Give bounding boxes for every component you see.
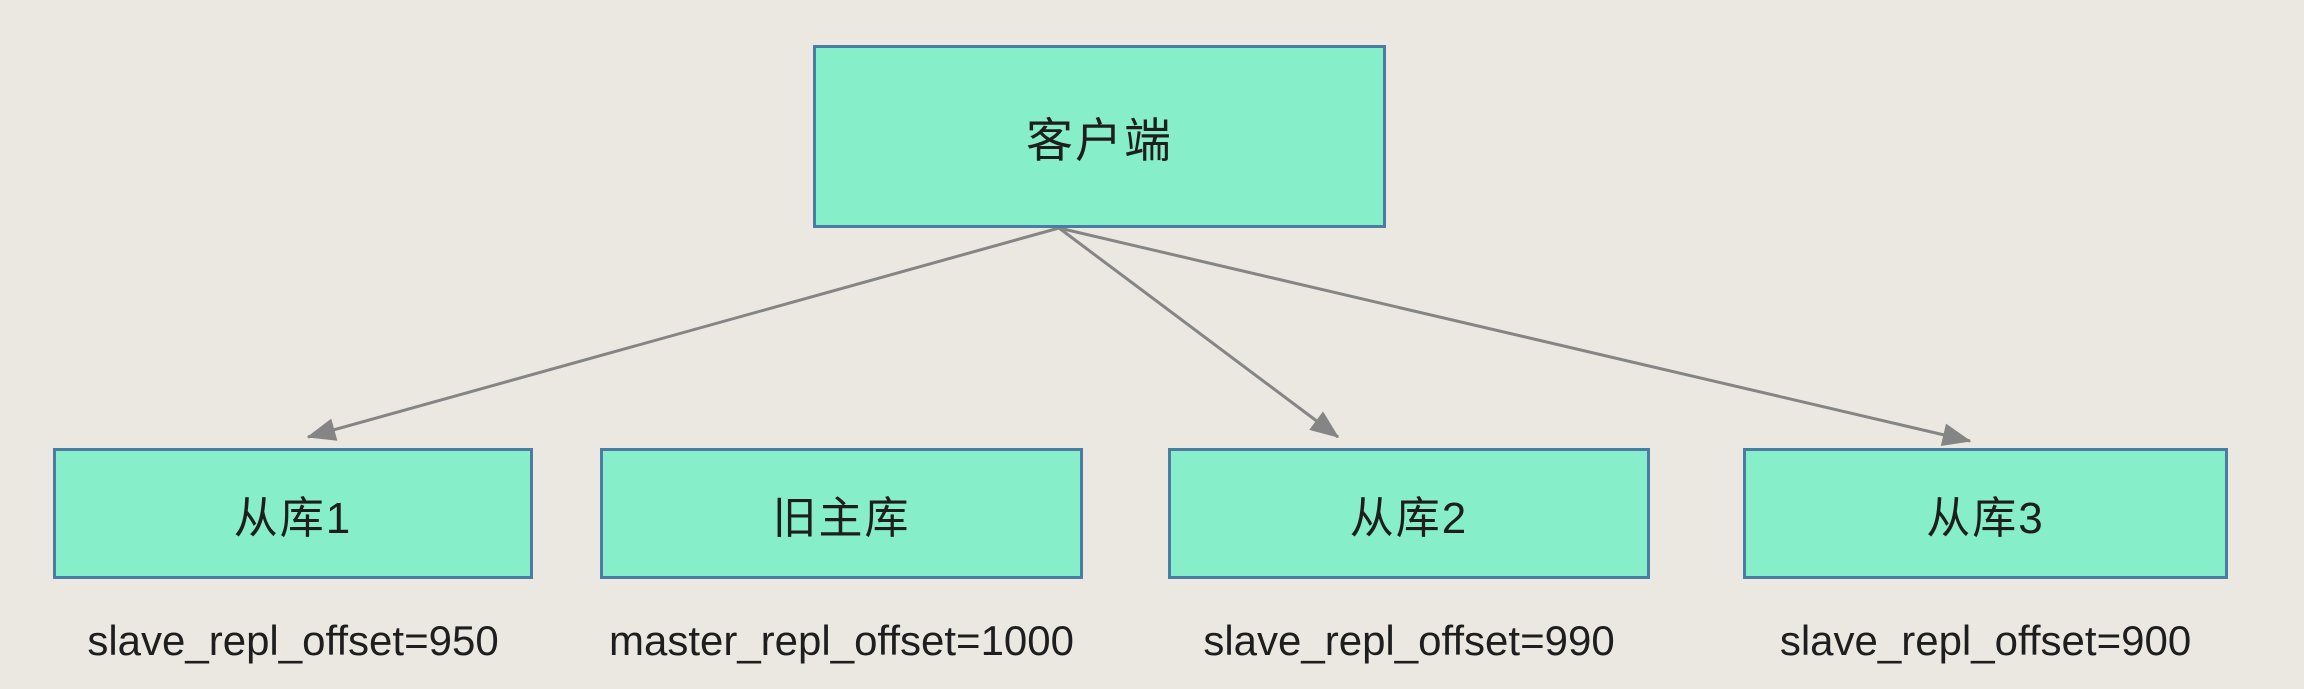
offset-label-slave3-text: slave_repl_offset=900: [1779, 617, 2192, 664]
offset-label-old-master: master_repl_offset=1000: [570, 612, 1113, 670]
arrow-client-to-slave1: [306, 226, 1060, 441]
node-slave3: 从库3: [1743, 448, 2228, 579]
node-client: 客户端: [813, 45, 1386, 228]
node-slave1: 从库1: [53, 448, 533, 579]
offset-label-slave1: slave_repl_offset=950: [23, 612, 563, 670]
node-slave3-label: 从库3: [1926, 493, 2045, 543]
offset-label-slave2: slave_repl_offset=990: [1138, 612, 1680, 670]
offset-label-slave2-text: slave_repl_offset=990: [1203, 617, 1615, 664]
node-slave2: 从库2: [1168, 448, 1650, 579]
arrow-client-to-slave3: [1058, 226, 1972, 446]
offset-label-slave3: slave_repl_offset=900: [1713, 612, 2258, 670]
arrow-client-to-slave2: [1058, 226, 1340, 439]
node-old-master: 旧主库: [600, 448, 1083, 579]
node-old-master-label: 旧主库: [772, 493, 911, 543]
node-client-label: 客户端: [1026, 114, 1173, 167]
node-slave2-label: 从库2: [1349, 493, 1469, 543]
offset-label-old-master-text: master_repl_offset=1000: [608, 617, 1075, 664]
offset-label-slave1-text: slave_repl_offset=950: [87, 617, 499, 664]
node-slave1-label: 从库1: [233, 493, 353, 543]
